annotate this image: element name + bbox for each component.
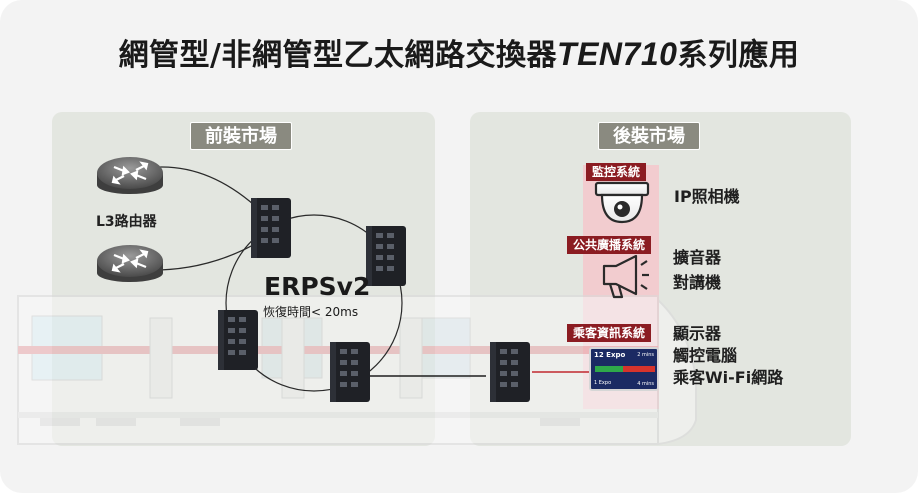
category-passenger-info: 乘客資訊系統 xyxy=(567,324,652,342)
screen-line-2: 1 Expo xyxy=(594,380,612,386)
switch-icon xyxy=(218,310,258,370)
switch-icon xyxy=(251,198,291,258)
erps-protocol-label: ERPSv2 xyxy=(264,272,371,301)
router-icon xyxy=(97,245,163,282)
link-router2-switch1 xyxy=(159,239,263,271)
screen-bar-red xyxy=(623,366,655,372)
title-main: 網管型/非網管型乙太網路交換器 xyxy=(118,38,558,73)
front-market-tag: 前裝市場 xyxy=(190,122,292,150)
title-model: TEN710 xyxy=(557,36,678,72)
erps-ring xyxy=(225,214,403,392)
megaphone-icon xyxy=(602,254,649,299)
category-public-address: 公共廣播系統 xyxy=(567,236,652,254)
title-suffix: 系列應用 xyxy=(677,38,800,73)
device-label-camera: IP照相機 xyxy=(674,187,740,206)
recovery-time-label: 恢復時間< 20ms xyxy=(263,305,359,319)
page-title: 網管型/非網管型乙太網路交換器TEN710系列應用 xyxy=(0,30,918,74)
switch-icon xyxy=(330,342,370,402)
screen-time-2: 4 mins xyxy=(637,381,654,387)
aftermarket-tag: 後裝市場 xyxy=(598,122,700,150)
router-icon xyxy=(97,157,163,194)
router-label: L3路由器 xyxy=(96,214,157,230)
display-icon: 12 Expo 2 mins 1 Expo 4 mins xyxy=(589,347,659,391)
link-router1-switch1 xyxy=(159,166,266,216)
category-surveillance: 監控系統 xyxy=(586,163,647,181)
device-label-pa: 擴音器 對講機 xyxy=(673,248,722,292)
screen-bar-green xyxy=(595,366,623,372)
screen-line-1: 12 Expo xyxy=(594,351,626,359)
screen-time-1: 2 mins xyxy=(637,352,654,358)
device-label-display: 顯示器 觸控電腦 乘客Wi-Fi網路 xyxy=(673,324,784,387)
switch-icon xyxy=(366,226,406,286)
switch-icon xyxy=(490,342,530,402)
camera-icon xyxy=(594,181,650,224)
